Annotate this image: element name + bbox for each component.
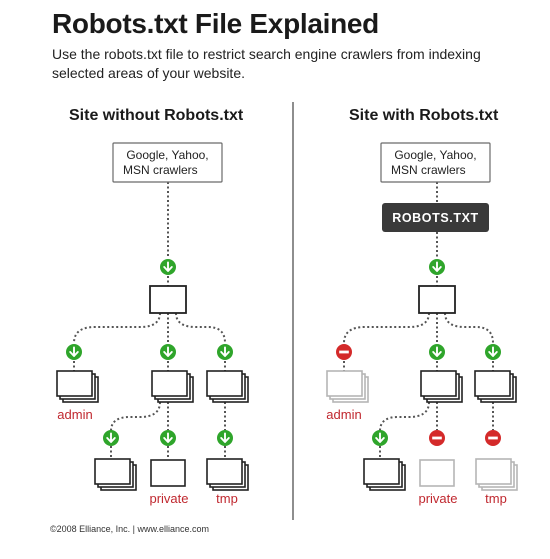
- right-allow-icon-sub: [371, 429, 389, 447]
- left-root-folder: [149, 285, 187, 314]
- robots-txt-block: ROBOTS.TXT: [382, 203, 489, 232]
- left-connector: [175, 312, 226, 344]
- left-panel: [73, 182, 226, 460]
- left-connector: [110, 401, 161, 432]
- right-panel-title: Site with Robots.txt: [349, 107, 499, 124]
- left-tmp-label: tmp: [216, 491, 238, 506]
- left-allow-icon-mid: [159, 343, 177, 361]
- right-sub-folder-stack: [363, 458, 406, 491]
- left-allow-icon-admin: [65, 343, 83, 361]
- left-allow-icon-tmp: [216, 429, 234, 447]
- right-connector: [444, 312, 494, 344]
- left-panel-title: Site without Robots.txt: [69, 107, 244, 124]
- copyright-footer: ©2008 Elliance, Inc. | www.elliance.com: [50, 524, 210, 534]
- right-private-label: private: [418, 491, 457, 506]
- left-crawlers-box: Google, Yahoo, MSN crawlers: [112, 142, 223, 183]
- left-allow-icon-private: [159, 429, 177, 447]
- right-connector: [379, 401, 430, 432]
- right-admin-label: admin: [326, 407, 361, 422]
- left-mid-folder-stack: [151, 370, 194, 403]
- right-block-icon-admin: [336, 344, 352, 360]
- left-allow-icon-tmp-parent: [216, 343, 234, 361]
- left-tmp-folder-stack: [206, 458, 249, 491]
- left-sub-folder-stack: [94, 458, 137, 491]
- right-allow-icon-mid: [428, 343, 446, 361]
- right-crawlers-line-2: MSN crawlers: [391, 163, 466, 177]
- right-admin-folder-stack-blocked: [326, 370, 369, 403]
- right-tmp-folder-stack-blocked: [475, 458, 518, 491]
- right-tmp-label: tmp: [485, 491, 507, 506]
- left-crawlers-line-2: MSN crawlers: [123, 163, 198, 177]
- left-crawlers-line-1: Google, Yahoo,: [126, 148, 208, 162]
- right-connector: [343, 312, 430, 344]
- right-mid-folder-stack: [420, 370, 463, 403]
- left-admin-label: admin: [57, 407, 92, 422]
- robots-txt-label: ROBOTS.TXT: [392, 211, 479, 225]
- right-tmp-parent-folder-stack: [474, 370, 517, 403]
- right-allow-icon-root: [428, 258, 446, 276]
- right-allow-icon-tmp-parent: [484, 343, 502, 361]
- left-allow-icon-root: [159, 258, 177, 276]
- right-root-folder: [418, 285, 456, 314]
- page-subtitle: Use the robots.txt file to restrict sear…: [52, 46, 481, 81]
- left-private-folder: [150, 459, 186, 487]
- left-tmp-parent-folder-stack: [206, 370, 249, 403]
- page-title: Robots.txt File Explained: [52, 8, 379, 39]
- left-private-label: private: [149, 491, 188, 506]
- right-panel: [343, 182, 494, 460]
- right-block-icon-private: [429, 430, 445, 446]
- left-admin-folder-stack: [56, 370, 99, 403]
- right-crawlers-box: Google, Yahoo, MSN crawlers: [380, 142, 491, 183]
- right-crawlers-line-1: Google, Yahoo,: [394, 148, 476, 162]
- right-private-folder-blocked: [419, 459, 455, 487]
- left-connector: [73, 312, 161, 344]
- right-block-icon-tmp: [485, 430, 501, 446]
- left-allow-icon-sub: [102, 429, 120, 447]
